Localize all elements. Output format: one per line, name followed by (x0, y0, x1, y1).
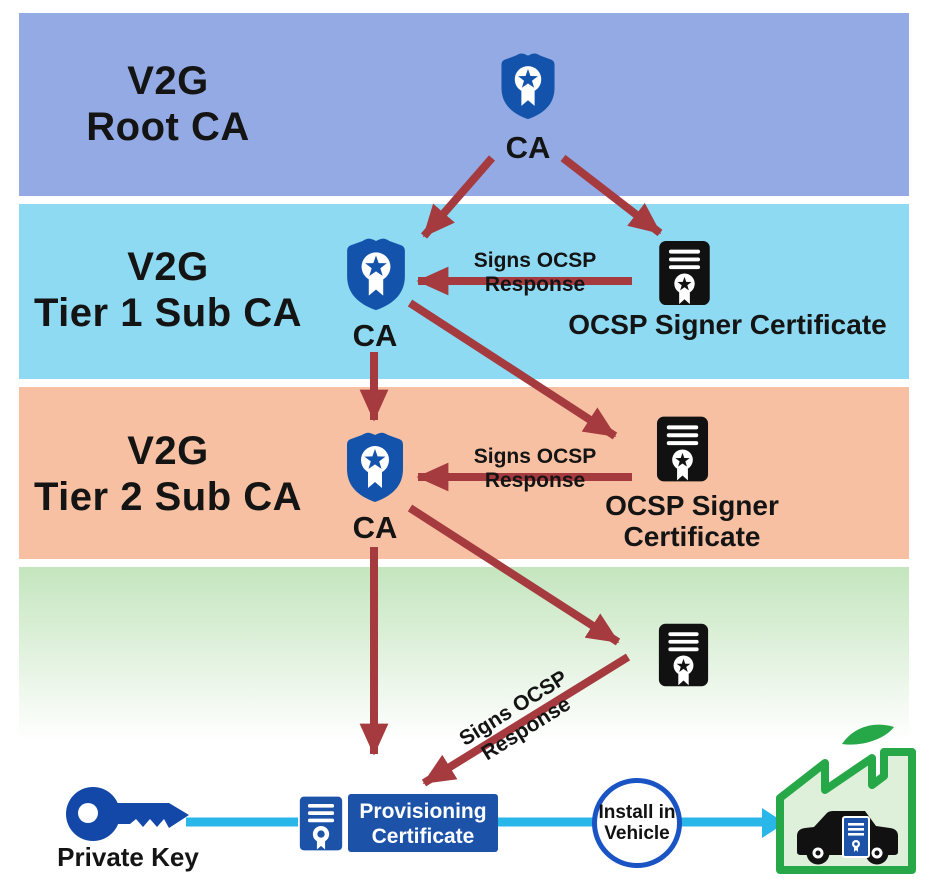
install-in-vehicle-line2: Vehicle (604, 823, 670, 844)
tier1-band-label-line2: Tier 1 Sub CA (33, 291, 303, 335)
tier2-band-label: V2G Tier 2 Sub CA (18, 428, 318, 520)
eco-smoke-leaf-icon (842, 724, 894, 745)
root-ca-band-label-line2: Root CA (86, 105, 250, 149)
flow-arrowhead-factory (762, 808, 785, 838)
tier1-band-label: V2G Tier 1 Sub CA (18, 244, 318, 336)
tier2-ocsp-label-line1: OCSP Signer (605, 490, 779, 521)
band-root-ca (19, 13, 909, 196)
install-in-vehicle-badge: Install in Vehicle (592, 778, 682, 868)
tier1-ca-label: CA (352, 318, 398, 353)
provisioning-certificate-line2: Certificate (371, 825, 475, 848)
arrow-tier1-ca-to-tier2-ocsp (407, 299, 618, 440)
root-ca-band-label-line1: V2G (127, 59, 209, 103)
vehicle-certificate-icon (842, 816, 870, 858)
tier2-band-label-line1: V2G (127, 429, 209, 473)
bottom-ocsp-certificate-icon (658, 623, 709, 687)
root-ca-label: CA (505, 130, 551, 165)
provisioning-certificate-line1: Provisioning (359, 800, 487, 823)
tier1-ca-shield-icon (347, 238, 405, 311)
root-ca-shield-icon (501, 53, 555, 120)
arrow-bottom-ocsp-to-provisioning (421, 653, 631, 787)
tier1-ocsp-certificate-icon (659, 240, 710, 306)
install-in-vehicle-line1: Install in (598, 802, 676, 823)
tier2-signs-ocsp-label: Signs OCSP Response (473, 445, 597, 492)
tier2-ca-label: CA (352, 510, 398, 545)
private-key-icon (66, 787, 189, 841)
provisioning-certificate-icon (299, 796, 343, 851)
tier2-band-label-line2: Tier 2 Sub CA (33, 475, 303, 519)
arrow-root-to-tier1-ca (420, 155, 496, 239)
tier2-ocsp-certificate-icon (656, 416, 709, 482)
factory-with-car-icon (776, 724, 916, 874)
tier2-ca-shield-icon (347, 432, 403, 502)
tier1-ocsp-label: OCSP Signer Certificate (568, 309, 887, 340)
tier1-signs-ocsp-label: Signs OCSP Response (473, 249, 597, 296)
root-ca-band-label: V2G Root CA (18, 58, 318, 150)
private-key-label: Private Key (57, 842, 199, 872)
provisioning-certificate-box: Provisioning Certificate (348, 794, 498, 852)
tier2-ocsp-label: OCSP Signer Certificate (542, 490, 842, 552)
tier1-band-label-line1: V2G (127, 245, 209, 289)
band-tier1-sub-ca (19, 204, 909, 379)
tier2-ocsp-label-line2: Certificate (623, 521, 761, 552)
arrow-root-to-tier1-ocsp (560, 154, 663, 237)
band-provisioning (19, 567, 909, 752)
arrow-tier2-ca-to-bottom-ocsp (407, 504, 621, 646)
